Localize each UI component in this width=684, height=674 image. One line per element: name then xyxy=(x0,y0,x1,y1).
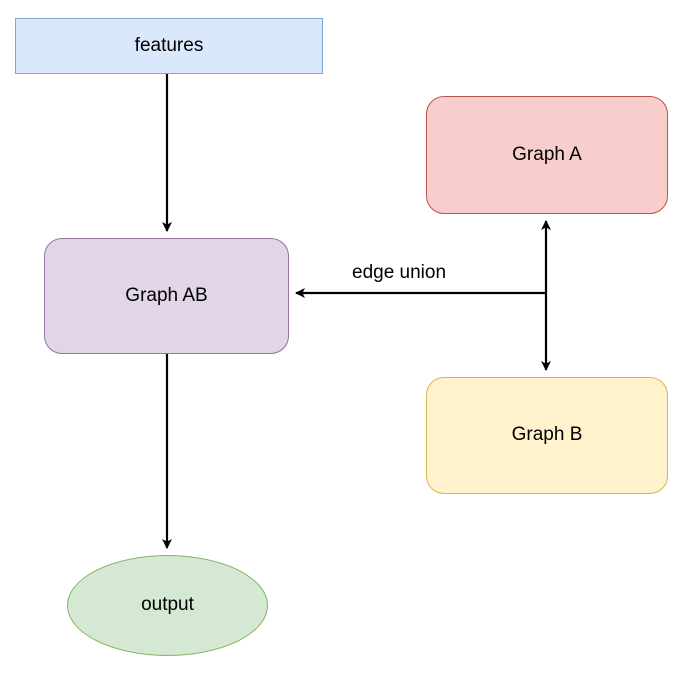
node-graph-b-label: Graph B xyxy=(511,424,583,446)
node-graph-a[interactable]: Graph A xyxy=(426,96,668,214)
node-graph-a-label: Graph A xyxy=(512,143,582,165)
node-graph-ab[interactable]: Graph AB xyxy=(44,238,289,354)
node-features-label: features xyxy=(134,34,204,56)
node-output-label: output xyxy=(141,594,194,616)
node-features[interactable]: features xyxy=(15,18,323,74)
edge-label-edge-union: edge union xyxy=(348,262,451,284)
node-graph-b[interactable]: Graph B xyxy=(426,377,668,494)
node-output[interactable]: output xyxy=(67,555,268,656)
node-graph-ab-label: Graph AB xyxy=(125,284,208,306)
